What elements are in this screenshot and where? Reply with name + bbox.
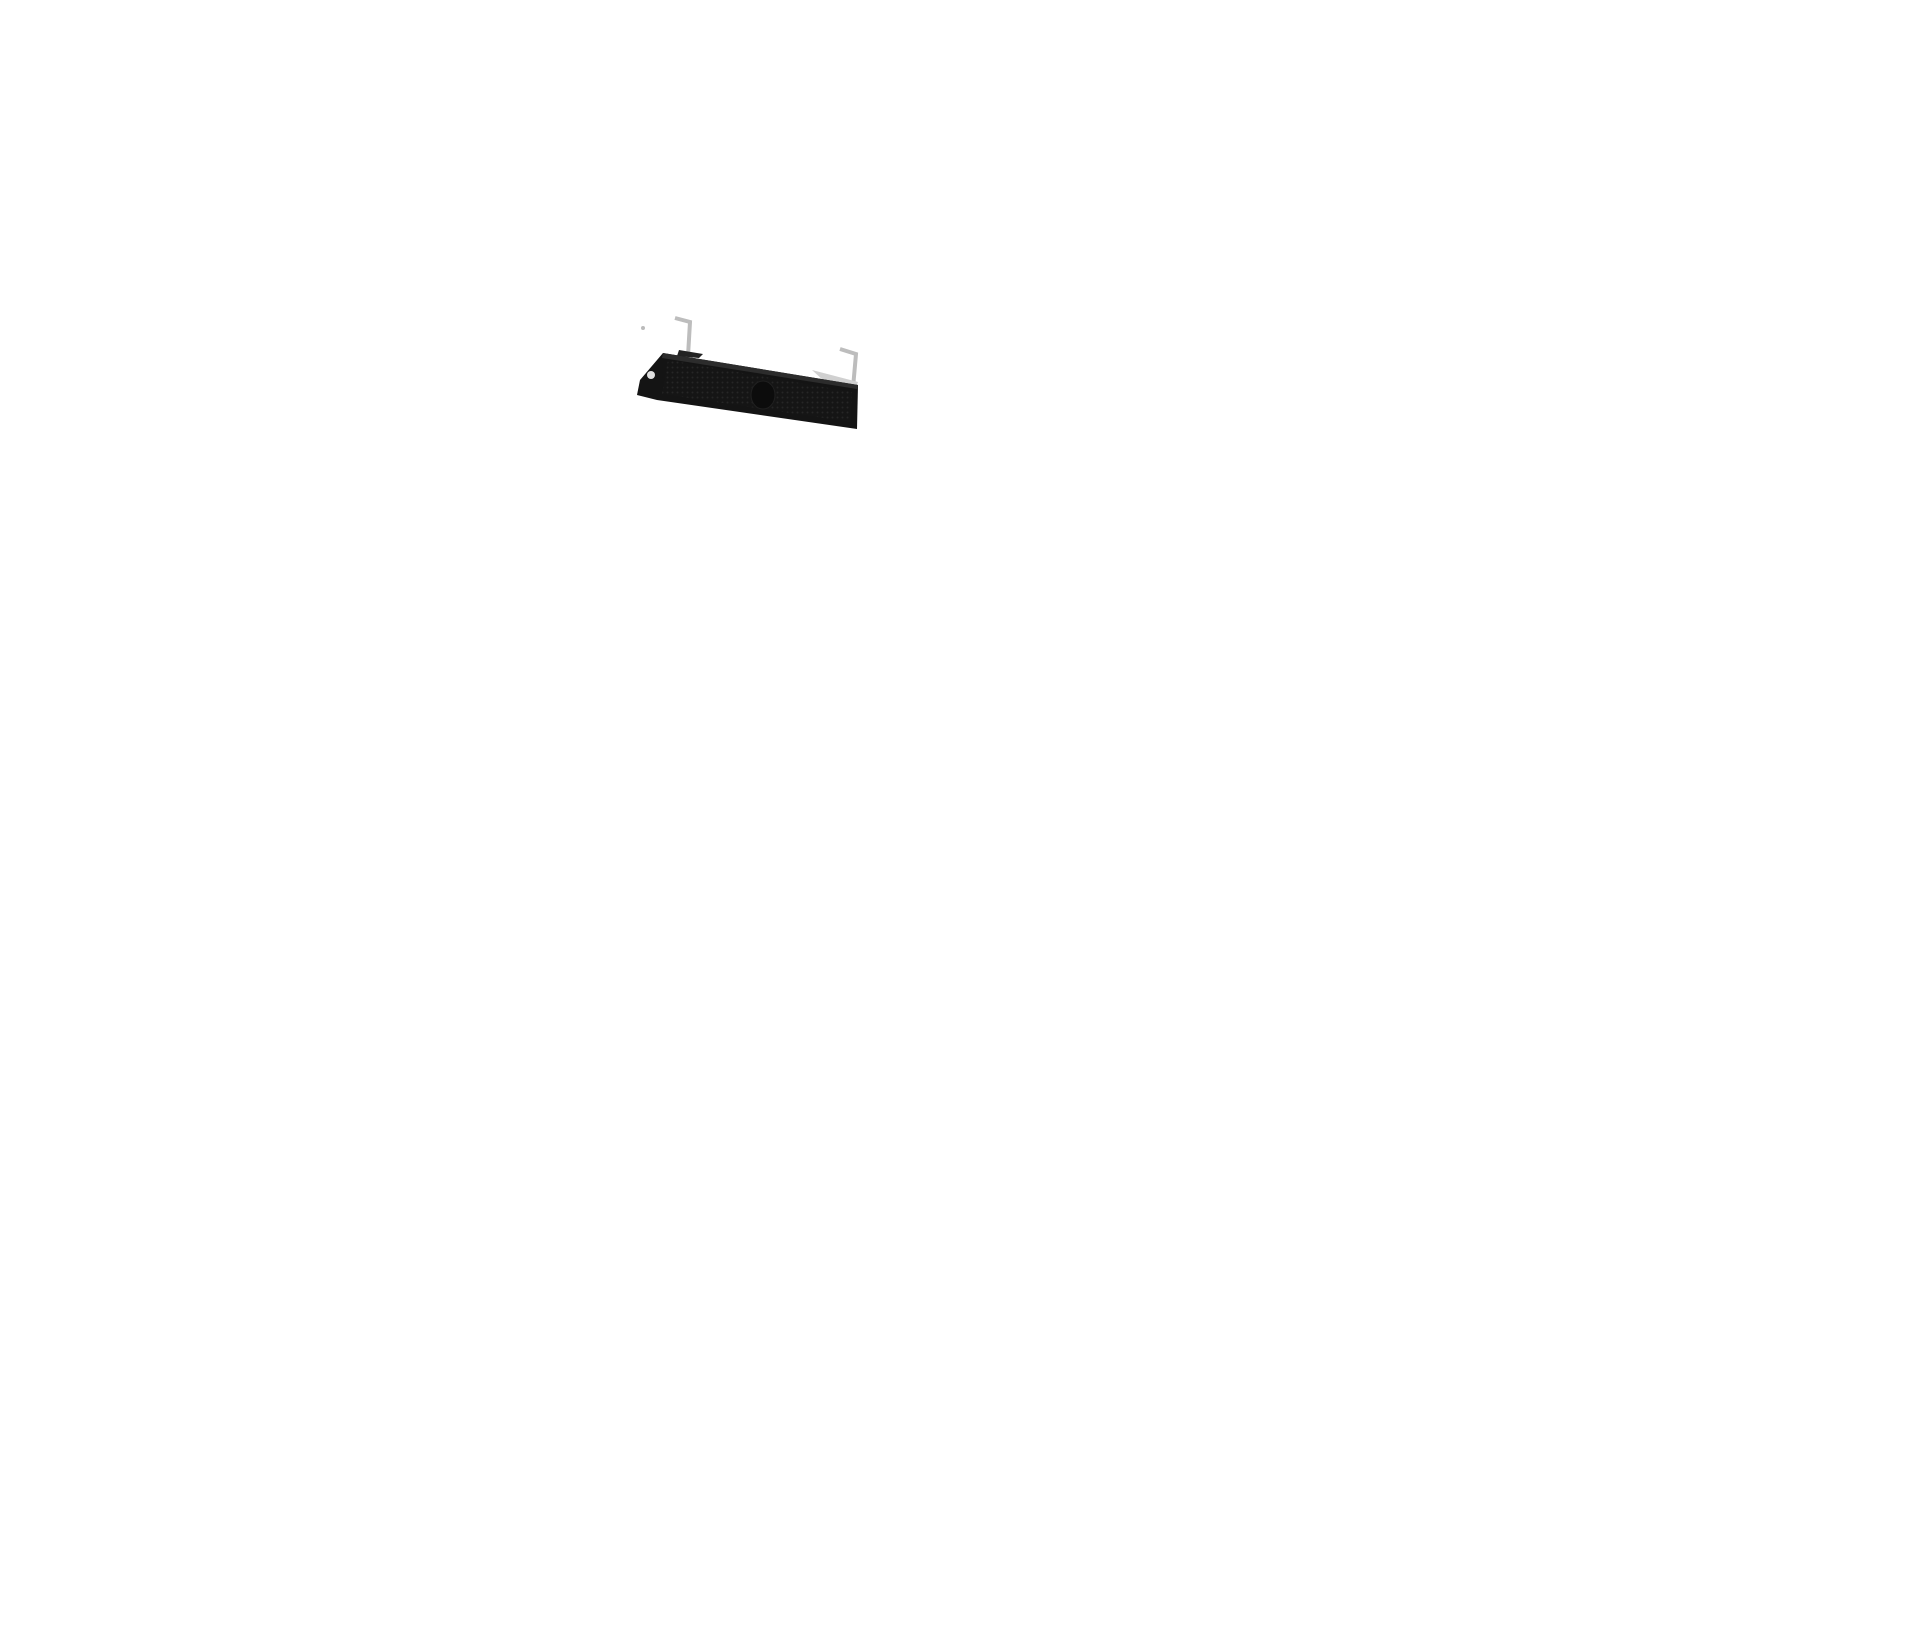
light-bar-body xyxy=(637,353,858,429)
end-cap-hole xyxy=(647,371,655,379)
center-knob xyxy=(750,380,776,410)
left-bracket-icon xyxy=(674,316,703,358)
right-bracket-icon xyxy=(812,347,859,389)
small-part xyxy=(641,326,645,330)
